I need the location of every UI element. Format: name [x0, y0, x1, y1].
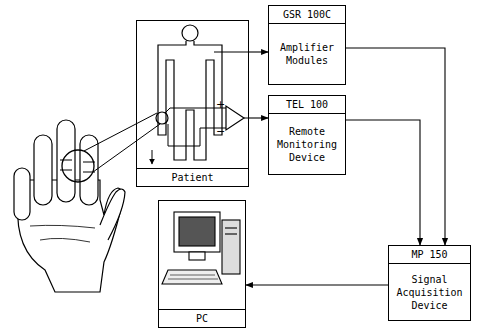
- device-box: MP 150Signal Acquisition Device: [388, 245, 471, 321]
- hand-drawing: [14, 120, 125, 292]
- signal-connector: [249, 117, 268, 118]
- thumb: [100, 189, 125, 240]
- pc-tower: [222, 220, 240, 274]
- electrode-circle: [62, 150, 94, 182]
- keyboard: [162, 270, 222, 284]
- node-label: PC: [159, 309, 245, 327]
- minus-sign: −: [216, 126, 225, 137]
- signal-connector: [346, 120, 420, 245]
- hand-electrode: [156, 112, 168, 124]
- head: [182, 25, 198, 41]
- leader-line: [93, 124, 160, 172]
- monitor: [174, 212, 220, 252]
- drive-slot: [225, 233, 237, 234]
- signal-connector: [246, 284, 388, 285]
- leader-line: [84, 113, 157, 151]
- monitor-screen: [179, 217, 215, 246]
- keyboard-keys: [168, 275, 218, 279]
- middle-finger: [57, 120, 75, 202]
- ground-arrow: [152, 150, 153, 164]
- signal-connector: [249, 51, 268, 52]
- computer-drawing: [162, 212, 240, 284]
- device-box: TEL 100Remote Monitoring Device: [268, 95, 346, 175]
- signal-connector: [346, 48, 445, 245]
- electrode-wire: [165, 108, 226, 146]
- device-function: Amplifier Modules: [269, 24, 345, 84]
- model-name: TEL 100: [269, 96, 345, 114]
- model-name: GSR 100C: [269, 6, 345, 24]
- pc-frame: PC: [158, 200, 246, 328]
- ring-finger: [34, 135, 52, 205]
- monitor-stand: [189, 252, 205, 260]
- patient-frame: Patient: [136, 20, 249, 187]
- little-finger: [14, 168, 30, 220]
- human-figure: [156, 25, 222, 160]
- signal-wire: [214, 52, 249, 53]
- model-name: MP 150: [389, 246, 470, 264]
- plus-sign: +: [216, 99, 225, 110]
- device-box: GSR 100CAmplifier Modules: [268, 5, 346, 85]
- drive-slot: [225, 227, 237, 228]
- node-label: Patient: [137, 168, 248, 186]
- device-function: Signal Acquisition Device: [389, 264, 470, 320]
- device-function: Remote Monitoring Device: [269, 114, 345, 174]
- electrodes: [60, 160, 95, 172]
- amplifier-symbol: [226, 106, 244, 130]
- palm-lines: [30, 225, 95, 242]
